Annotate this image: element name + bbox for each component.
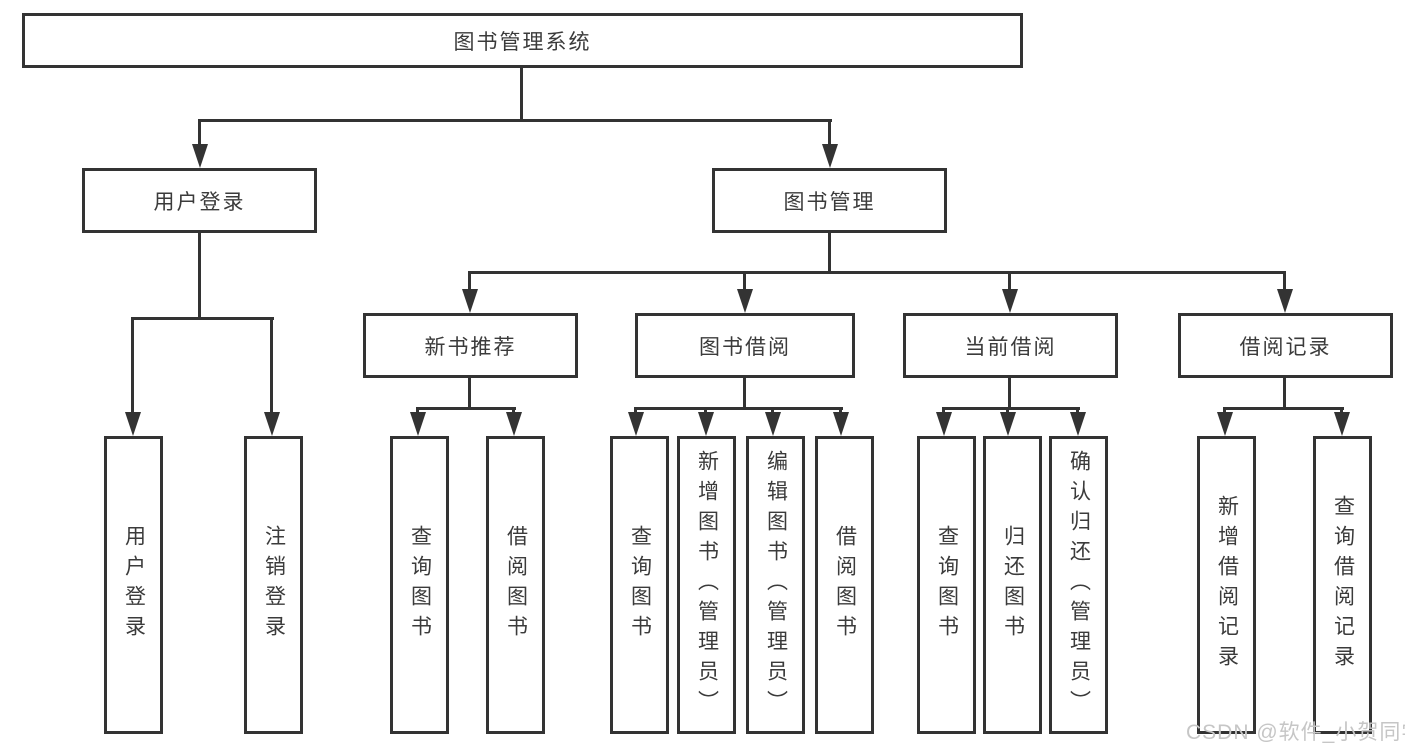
leaf-borrow-books-borrow: 借阅图书 (815, 436, 874, 734)
connector-to-leaf-login-stem (131, 317, 134, 417)
connector-current-borrow-stem (1008, 378, 1011, 410)
node-borrow-records: 借阅记录 (1178, 313, 1393, 378)
arrow-to-leaf-login (125, 412, 141, 436)
node-book-management: 图书管理 (712, 168, 947, 233)
csdn-watermark: CSDN @软件_小贺同学 (1186, 721, 1405, 744)
leaf-logout: 注销登录 (244, 436, 303, 734)
arrow-to-leaf-query-books-1 (410, 412, 426, 436)
leaf-edit-book-admin: 编辑图书（管理员） (746, 436, 805, 734)
leaf-query-borrow-record: 查询借阅记录 (1313, 436, 1372, 734)
arrow-to-leaf-logout (264, 412, 280, 436)
connector-to-book-mgmt-stem (828, 119, 831, 149)
leaf-confirm-return-admin: 确认归还（管理员） (1049, 436, 1108, 734)
leaf-add-book-admin: 新增图书（管理员） (677, 436, 736, 734)
leaf-label: 查询图书 (935, 525, 959, 645)
arrow-to-leaf-borrow-books-2 (833, 412, 849, 436)
leaf-query-books-current: 查询图书 (917, 436, 976, 734)
connector-book-mgmt-rail (468, 271, 1286, 274)
node-book-borrow: 图书借阅 (635, 313, 855, 378)
leaf-user-login: 用户登录 (104, 436, 163, 734)
leaf-label: 注销登录 (262, 525, 286, 645)
leaf-label: 新增借阅记录 (1215, 495, 1239, 675)
connector-to-new-book-stem (468, 271, 471, 295)
connector-to-book-borrow-stem (743, 271, 746, 295)
leaf-borrow-books-recommend: 借阅图书 (486, 436, 545, 734)
connector-to-user-login-stem (198, 119, 201, 149)
connector-borrow-records-rail (1223, 407, 1344, 410)
connector-user-login-stem (198, 233, 201, 320)
leaf-label: 新增图书（管理员） (695, 450, 719, 720)
node-label: 借阅记录 (1239, 335, 1332, 359)
arrow-to-leaf-add-book (698, 412, 714, 436)
node-label: 当前借阅 (964, 335, 1057, 359)
node-label: 图书管理系统 (453, 30, 592, 54)
node-user-login: 用户登录 (82, 168, 317, 233)
leaf-label: 归还图书 (1001, 525, 1025, 645)
arrow-to-book-mgmt (822, 144, 838, 168)
leaf-return-books: 归还图书 (983, 436, 1042, 734)
connector-current-borrow-rail (942, 407, 1080, 410)
arrow-to-leaf-return-books (1000, 412, 1016, 436)
leaf-label: 用户登录 (122, 525, 146, 645)
leaf-label: 查询图书 (628, 525, 652, 645)
arrow-to-leaf-add-record (1217, 412, 1233, 436)
leaf-label: 编辑图书（管理员） (764, 450, 788, 720)
arrow-to-current-borrow (1002, 289, 1018, 313)
arrow-to-book-borrow (737, 289, 753, 313)
connector-to-current-borrow-stem (1008, 271, 1011, 295)
arrow-to-borrow-records (1277, 289, 1293, 313)
arrow-to-leaf-borrow-books-1 (506, 412, 522, 436)
connector-root-rail (198, 119, 832, 122)
connector-root-stem (520, 68, 523, 121)
connector-to-leaf-logout-stem (270, 317, 273, 417)
arrow-to-leaf-query-books-2 (628, 412, 644, 436)
arrow-to-user-login (192, 144, 208, 168)
arrow-to-leaf-edit-book (765, 412, 781, 436)
connector-to-borrow-records-stem (1283, 271, 1286, 295)
arrow-to-new-book (462, 289, 478, 313)
connector-book-borrow-stem (743, 378, 746, 410)
connector-new-book-stem (468, 378, 471, 410)
leaf-add-borrow-record: 新增借阅记录 (1197, 436, 1256, 734)
node-label: 用户登录 (153, 190, 246, 214)
leaf-query-books-borrow: 查询图书 (610, 436, 669, 734)
connector-book-borrow-rail (634, 407, 843, 410)
arrow-to-leaf-query-books-3 (936, 412, 952, 436)
node-label: 图书借阅 (699, 335, 791, 359)
connector-user-login-rail (131, 317, 274, 320)
leaf-label: 查询借阅记录 (1331, 495, 1355, 675)
leaf-label: 借阅图书 (833, 525, 857, 645)
connector-borrow-records-stem (1283, 378, 1286, 410)
node-label: 图书管理 (783, 190, 876, 214)
node-new-book-recommend: 新书推荐 (363, 313, 578, 378)
leaf-label: 借阅图书 (504, 525, 528, 645)
node-current-borrow: 当前借阅 (903, 313, 1118, 378)
leaf-query-books-recommend: 查询图书 (390, 436, 449, 734)
node-label: 新书推荐 (424, 335, 517, 359)
connector-new-book-rail (416, 407, 516, 410)
connector-book-mgmt-stem (828, 233, 831, 274)
arrow-to-leaf-query-record (1334, 412, 1350, 436)
node-library-management-system: 图书管理系统 (22, 13, 1023, 68)
arrow-to-leaf-confirm-return (1070, 412, 1086, 436)
leaf-label: 确认归还（管理员） (1067, 450, 1091, 720)
leaf-label: 查询图书 (408, 525, 432, 645)
